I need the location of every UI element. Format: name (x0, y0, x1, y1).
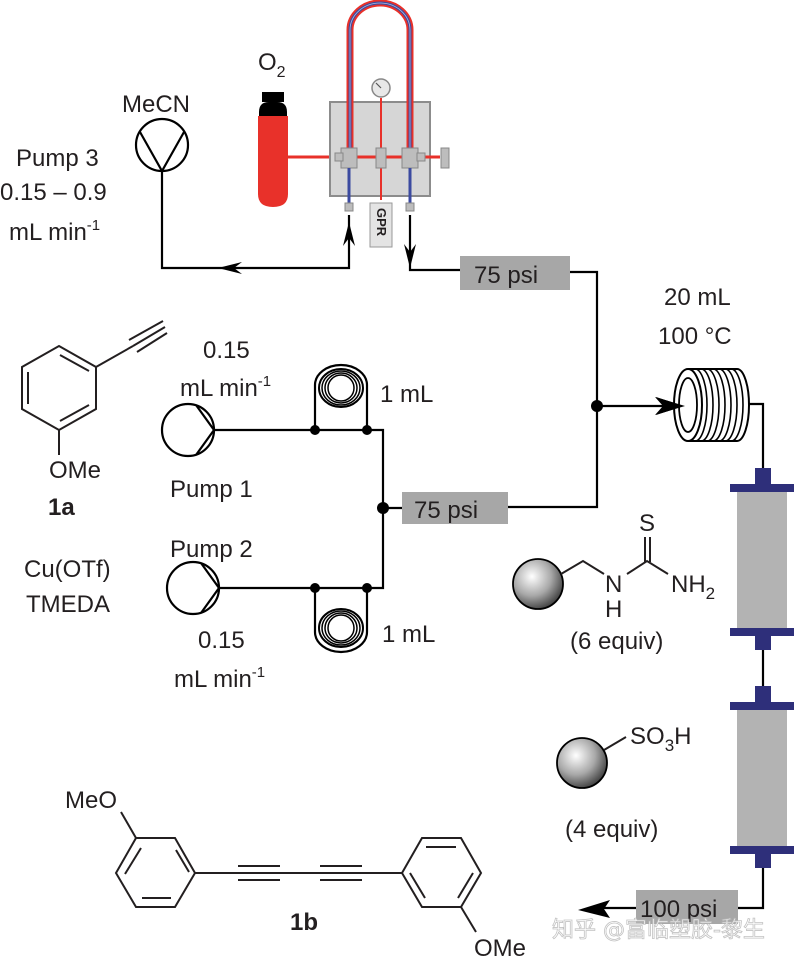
pump2-flow-unit: mL min-1 (174, 664, 265, 693)
manifold-outlet-line (408, 215, 460, 272)
bpr-top-label: 75 psi (474, 262, 538, 289)
flow-arrow-icon (655, 397, 685, 415)
pump1-flow-unit: mL min-1 (180, 373, 271, 402)
compound-1a-substituent: OMe (49, 457, 101, 484)
pump1-flow: 0.15 (203, 337, 250, 364)
flow-arrow-icon (404, 244, 416, 268)
gpr-box (369, 202, 393, 248)
bpr-mid-box (402, 492, 508, 524)
pump2-icon (165, 560, 221, 616)
bpr-mid-label: 75 psi (414, 497, 478, 524)
pump3-solvent-label: MeCN (122, 91, 190, 118)
compound-1a-structure (21, 320, 168, 455)
gas-liquid-coil-icon (346, 0, 414, 150)
compound-1b-label: 1b (290, 909, 318, 936)
junction-node (362, 425, 372, 435)
oxygen-label: O2 (258, 49, 286, 81)
scavenger1-s: S (639, 510, 655, 537)
gas-manifold (329, 0, 450, 212)
pump3-icon (134, 117, 190, 174)
pump1-loop-volume: 1 mL (380, 381, 433, 408)
pump1-line (214, 428, 385, 505)
gas-feed-line (508, 270, 599, 509)
pump2-name: Pump 2 (170, 536, 253, 563)
watermark: 知乎 @富临塑胶-黎生 (552, 918, 765, 943)
scavenger2-equiv: (4 equiv) (565, 816, 658, 843)
junction-node (310, 425, 320, 435)
pump1-icon (160, 402, 216, 458)
pump3-line (160, 171, 351, 270)
bpr-out-label: 100 psi (640, 896, 717, 923)
compound-1b-structure (114, 811, 483, 933)
resin-bead-icon (512, 558, 564, 610)
bpr-top-box (460, 256, 570, 290)
reactor-volume: 20 mL (664, 284, 731, 311)
flow-arrow-icon (218, 262, 242, 274)
compound-1a-label: 1a (48, 494, 75, 521)
resin-bead-icon (556, 737, 608, 789)
pump2-reagent-line1: Cu(OTf) (24, 556, 111, 583)
pump3-flow: 0.15 – 0.9 (0, 179, 107, 206)
pump2-loop-volume: 1 mL (382, 621, 435, 648)
oxygen-cylinder-icon (258, 92, 288, 207)
scavenger2-group: SO3H (630, 723, 692, 755)
pump2-flow: 0.15 (198, 627, 245, 654)
scavenger1-nh2: NH2 (671, 571, 715, 603)
pump1-name: Pump 1 (170, 476, 253, 503)
pump2-line (219, 508, 385, 590)
bpr-out-box (636, 890, 738, 924)
junction-node (362, 583, 372, 593)
reactor-temperature: 100 °C (658, 323, 732, 350)
compound-1b-sub-right: OMe (474, 935, 526, 958)
valve-handle-icon (440, 147, 450, 169)
gpr-label: GPR (374, 208, 389, 237)
pump1-loop-coil-icon (313, 363, 369, 430)
reactor-outlet-line (749, 402, 765, 470)
pump3-name: Pump 3 (16, 145, 99, 172)
scavenger1-equiv: (6 equiv) (570, 628, 663, 655)
pump2-reagent-line2: TMEDA (26, 591, 110, 618)
outlet-arrow-icon (578, 900, 610, 918)
pump3-flow-unit: mL min-1 (9, 217, 100, 246)
junction-node (310, 583, 320, 593)
reactor-coil-icon (673, 368, 750, 442)
flow-arrow-icon (343, 222, 355, 246)
scavenger-column-1 (730, 468, 794, 650)
scavenger-column-2 (730, 686, 794, 868)
scavenger1-n: N (605, 571, 622, 598)
compound-1b-sub-left: MeO (65, 787, 117, 814)
pump2-loop-coil-icon (313, 588, 369, 654)
scavenger1-h: H (605, 596, 622, 623)
